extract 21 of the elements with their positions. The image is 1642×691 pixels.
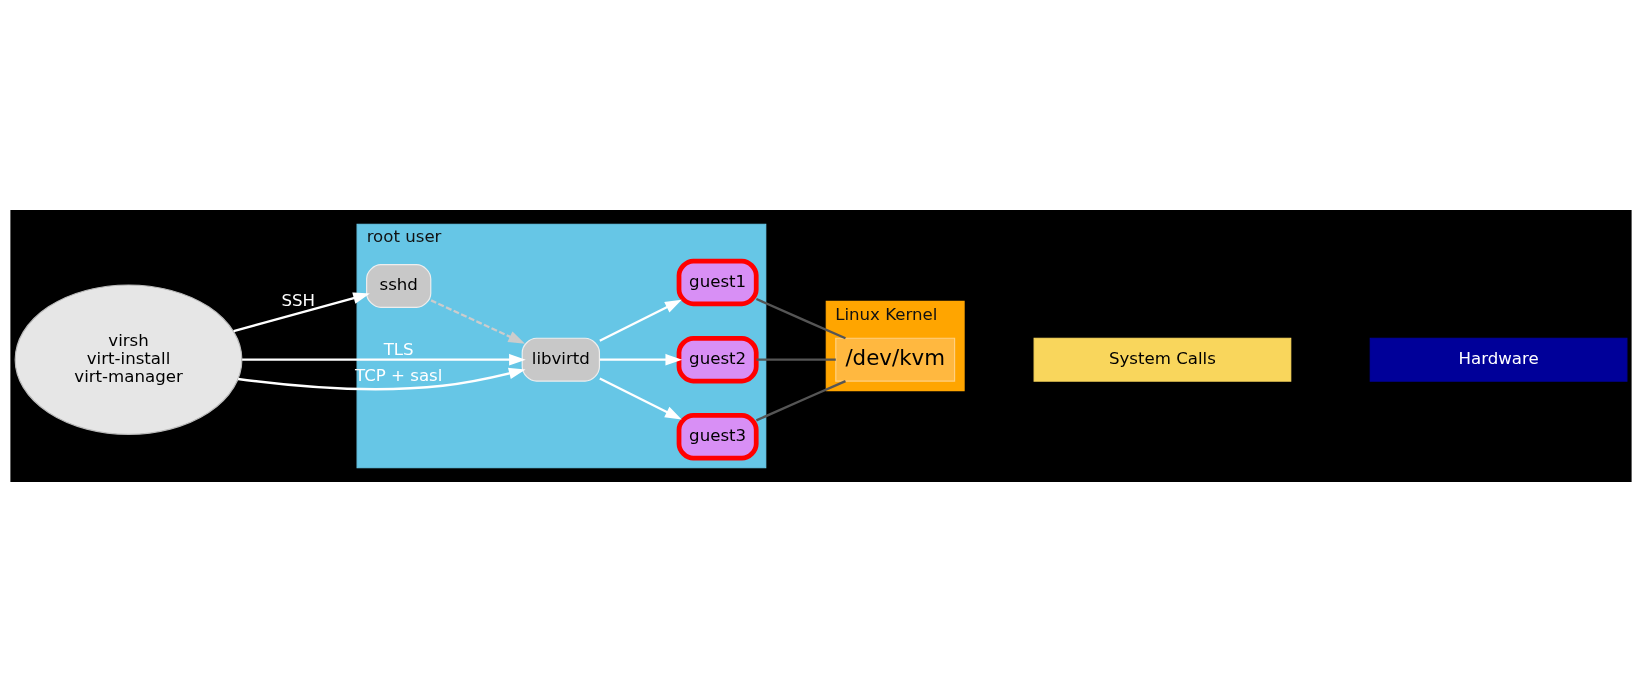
edge-label: SSH	[281, 290, 316, 310]
node-box: Hardware	[1369, 337, 1628, 382]
node-box: System Calls	[1033, 337, 1292, 382]
node-box: libvirtd	[521, 337, 601, 382]
node-box: guest3	[676, 412, 759, 461]
node-box: guest1	[676, 258, 759, 306]
arrow	[599, 299, 682, 342]
arrow	[599, 353, 683, 365]
connector	[755, 379, 846, 421]
arrow	[242, 353, 526, 365]
arrow	[430, 298, 526, 344]
connector	[755, 297, 846, 339]
edge-label: TLS	[383, 339, 414, 359]
node-box: /dev/kvm	[835, 337, 956, 382]
arrow	[233, 291, 370, 332]
node-box: sshd	[366, 263, 432, 308]
arrow	[599, 376, 682, 419]
node-box: guest2	[676, 335, 759, 383]
connector	[756, 357, 836, 361]
node-ellipse: virsh virt-install virt-manager	[14, 283, 243, 435]
arrow	[237, 367, 526, 390]
